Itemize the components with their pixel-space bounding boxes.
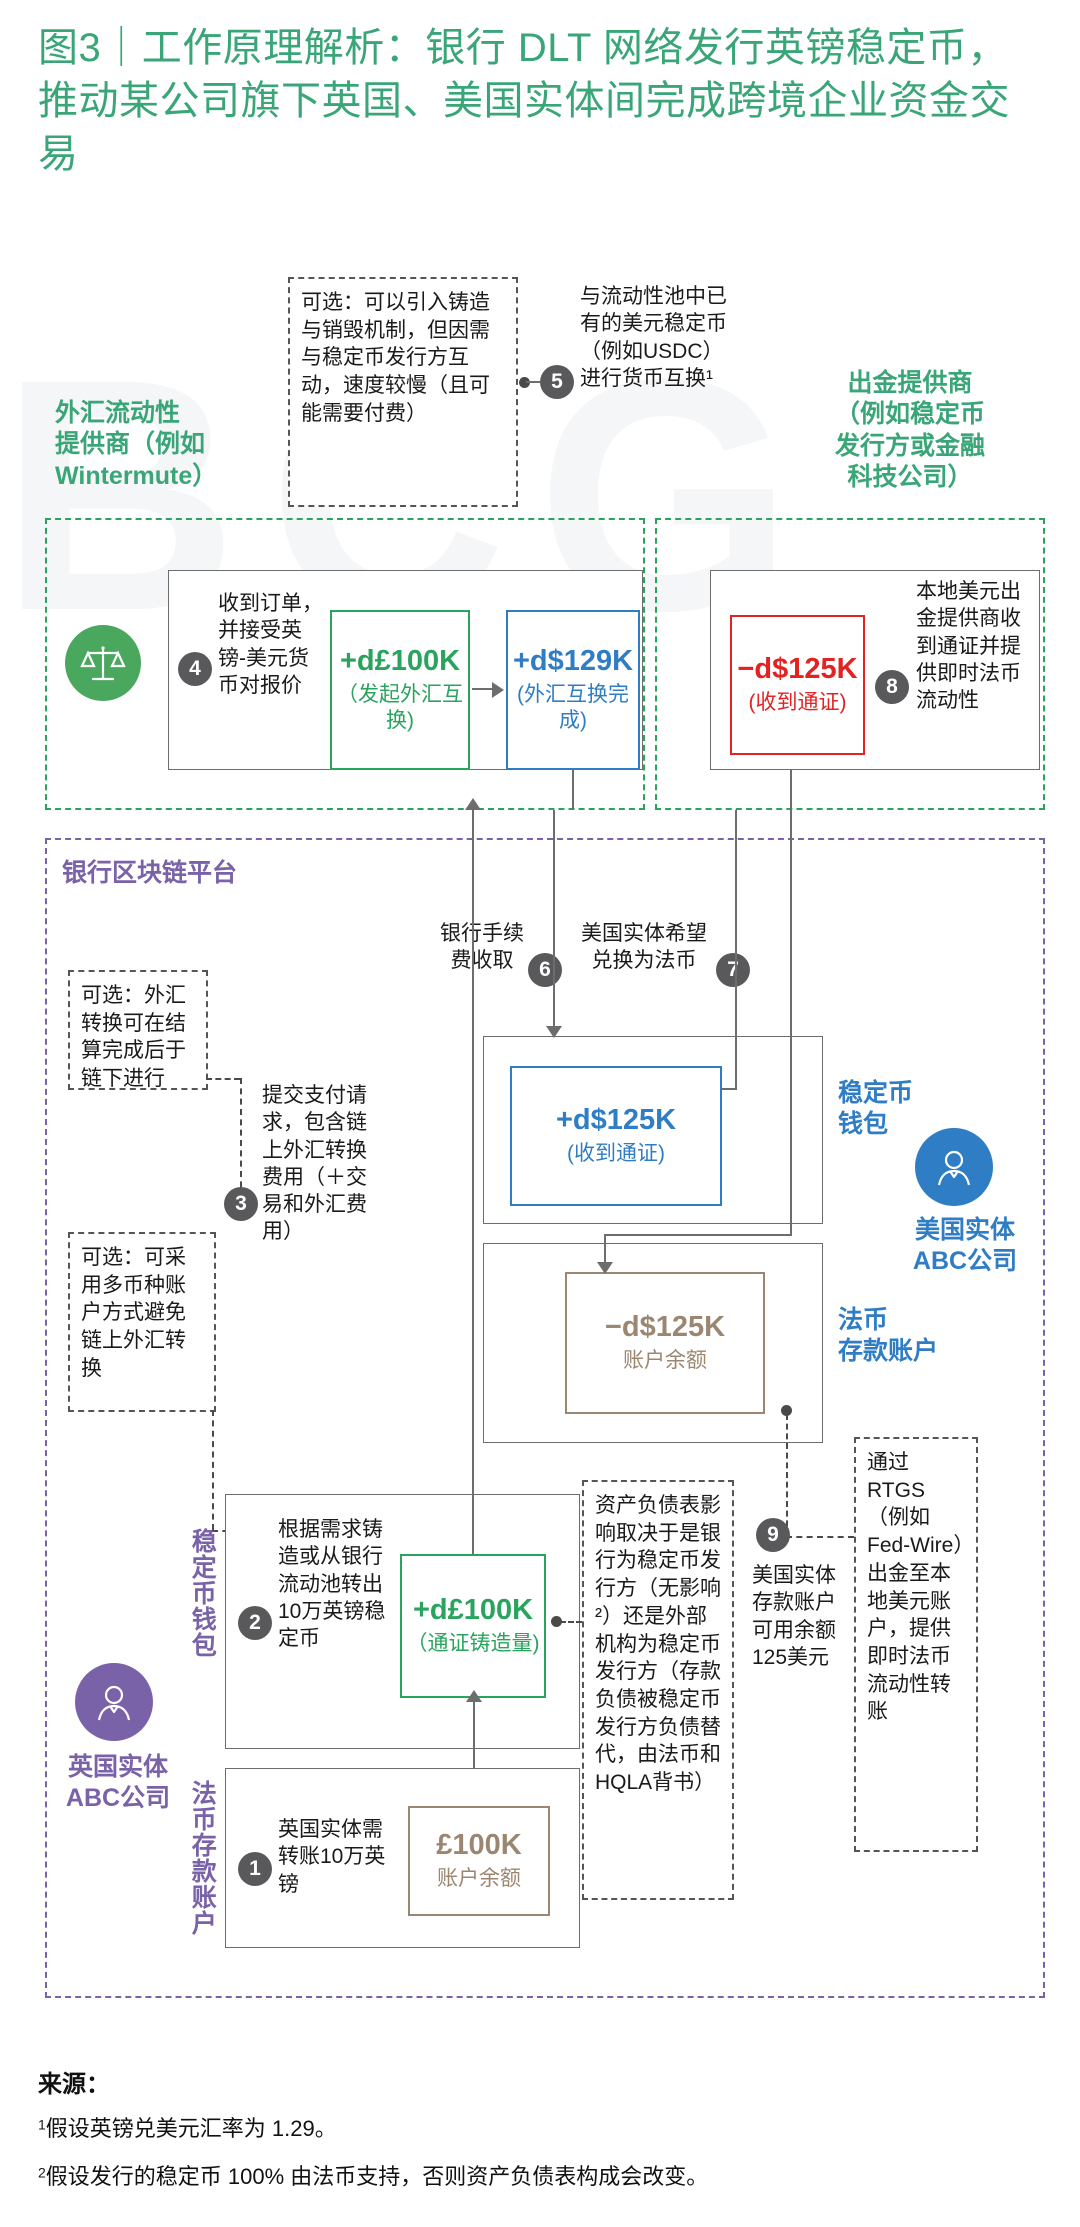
step-2-text: 根据需求铸造或从银行流动池转出10万英镑稳定币 bbox=[278, 1518, 386, 1651]
uk-stablecoin-wallet-label: 稳定币钱包 bbox=[188, 1528, 217, 1658]
value-gbp-deposit-sub: 账户余额 bbox=[437, 1867, 521, 1891]
value-gbp-swap-out-sub: （发起外汇互换) bbox=[337, 683, 463, 732]
value-usd-wallet: +d$125K (收到通证) bbox=[510, 1066, 722, 1206]
value-gbp-swap-out: +d£100K （发起外汇互换) bbox=[330, 610, 470, 770]
value-usd-offramp: −d$125K (收到通证) bbox=[730, 615, 865, 755]
note-offchain-fx-line-h bbox=[206, 1078, 240, 1080]
value-usd-deposit-sub: 账户余额 bbox=[623, 1349, 707, 1373]
us-deposit-anchor-dot bbox=[781, 1405, 792, 1416]
note-offchain-fx-line-v bbox=[240, 1078, 242, 1208]
step-7-text: 美国实体希望兑换为法币 bbox=[581, 922, 707, 973]
us-entity-name: 美国实体 ABC公司 bbox=[912, 1216, 1018, 1276]
footnote-1-text: 假设英镑兑美元汇率为 1.29。 bbox=[45, 2116, 337, 2141]
note-mint-burn-anchor bbox=[519, 377, 530, 388]
footnote-1-mark: 1 bbox=[38, 2116, 46, 2133]
value-usd-swap-in-amount: +d$129K bbox=[512, 645, 634, 678]
value-usd-wallet-sub: (收到通证) bbox=[567, 1142, 665, 1166]
note-mint-burn: 可选：可以引入铸造与销毁机制，但因需与稳定币发行方互动，速度较慢（且可能需要付费… bbox=[288, 277, 518, 507]
note-rtgs: 通过RTGS（例如Fed-Wire）出金至本地美元账户，提供即时法币流动性转账 bbox=[854, 1437, 978, 1852]
footnote-2: 2假设发行的稳定币 100% 由法币支持，否则资产负债表构成会改变。 bbox=[38, 2162, 1058, 2192]
value-usd-deposit-amount: −d$125K bbox=[604, 1311, 726, 1344]
offramp-to-deposit-line-h bbox=[604, 1234, 792, 1236]
uk-entity-name: 英国实体 ABC公司 bbox=[65, 1753, 171, 1813]
value-usd-swap-in-sub: (外汇互换完成) bbox=[517, 683, 629, 732]
scales-icon bbox=[65, 625, 141, 701]
step-6-arrow-line bbox=[553, 810, 555, 1028]
person-avatar-icon-uk bbox=[75, 1663, 153, 1741]
step-9-text: 美国实体存款账户可用余额125美元 bbox=[752, 1564, 836, 1669]
note-multicurrency: 可选：可采用多币种账户方式避免链上外汇转换 bbox=[68, 1232, 216, 1412]
step-5-text: 与流动性池中已有的美元稳定币（例如USDC）进行货币互换¹ bbox=[580, 285, 727, 390]
offramp-to-deposit-head bbox=[597, 1262, 613, 1274]
value-usd-offramp-sub: (收到通证) bbox=[748, 691, 847, 715]
note-multicurrency-line-v bbox=[212, 1410, 214, 1530]
us-stablecoin-wallet-label: 稳定币 钱包 bbox=[838, 1079, 914, 1139]
step-7-line-h bbox=[722, 1088, 737, 1090]
value-usd-wallet-amount: +d$125K bbox=[555, 1104, 677, 1137]
uk-fiat-deposit-label: 法币存款账户 bbox=[188, 1780, 217, 1936]
offramp-to-deposit-line bbox=[790, 770, 792, 1236]
usd-swap-tail-line bbox=[572, 770, 574, 810]
step-4-badge: 4 bbox=[178, 652, 212, 686]
page-title: 图3｜工作原理解析：银行 DLT 网络发行英镑稳定币，推动某公司旗下英国、美国实… bbox=[38, 26, 1010, 176]
step-1-badge: 1 bbox=[238, 1852, 272, 1886]
offramp-to-deposit-drop bbox=[604, 1234, 606, 1266]
step-3-badge: 3 bbox=[224, 1187, 258, 1221]
step-5-badge: 5 bbox=[540, 365, 574, 399]
swap-arrow-line bbox=[472, 688, 494, 690]
footnote-1: 1假设英镑兑美元汇率为 1.29。 bbox=[38, 2114, 1038, 2144]
person-avatar-icon-us bbox=[915, 1128, 993, 1206]
gbp-mint-note-line bbox=[560, 1621, 582, 1623]
gbp-mint-anchor-dot bbox=[551, 1616, 562, 1627]
bank-platform-zone bbox=[45, 838, 1045, 1998]
note-balance-sheet: 资产负债表影响取决于是银行为稳定币发行方（无影响²）还是外部机构为稳定币发行方（… bbox=[582, 1480, 734, 1900]
fx-provider-zone bbox=[45, 518, 645, 810]
value-gbp-swap-out-amount: +d£100K bbox=[339, 645, 461, 678]
rtgs-line-h bbox=[786, 1536, 854, 1538]
value-usd-deposit: −d$125K 账户余额 bbox=[565, 1272, 765, 1414]
value-usd-swap-in: +d$129K (外汇互换完成) bbox=[506, 610, 640, 770]
value-gbp-mint: +d£100K （通证铸造量) bbox=[400, 1554, 546, 1698]
step-4-text: 收到订单，并接受英镑-美元货币对报价 bbox=[218, 592, 323, 697]
footnote-2-text: 假设发行的稳定币 100% 由法币支持，否则资产负债表构成会改变。 bbox=[45, 2164, 709, 2189]
step-8-badge: 8 bbox=[875, 670, 909, 704]
swap-arrow-head bbox=[492, 682, 504, 698]
value-gbp-deposit: £100K 账户余额 bbox=[408, 1806, 550, 1916]
value-usd-offramp-amount: −d$125K bbox=[737, 653, 858, 686]
step-3-text: 提交支付请求，包含链上外汇转换费用（＋交易和外汇费用） bbox=[262, 1084, 367, 1244]
fx-provider-label: 外汇流动性 提供商（例如 Wintermute） bbox=[55, 399, 218, 490]
source-title: 来源： bbox=[38, 2071, 110, 2098]
value-gbp-mint-sub: （通证铸造量) bbox=[406, 1632, 540, 1656]
note-offchain-fx: 可选：外汇转换可在结算完成后于链下进行 bbox=[68, 970, 208, 1090]
mint-to-fx-line bbox=[472, 810, 474, 1554]
step-9-badge: 9 bbox=[756, 1518, 790, 1552]
bank-platform-label: 银行区块链平台 bbox=[62, 859, 238, 887]
step-2-badge: 2 bbox=[238, 1606, 272, 1640]
step-8-text: 本地美元出金提供商收到通证并提供即时法币流动性 bbox=[916, 580, 1021, 713]
mint-to-fx-head bbox=[465, 798, 481, 810]
step-1-text: 英国实体需转账10万英镑 bbox=[278, 1818, 386, 1896]
rtgs-line-v bbox=[786, 1414, 788, 1536]
step-7-line-v bbox=[735, 810, 737, 1090]
value-gbp-mint-amount: +d£100K bbox=[412, 1594, 534, 1627]
deposit-to-mint-head bbox=[466, 1690, 482, 1702]
note-mint-burn-line bbox=[526, 381, 540, 383]
step-6-arrow-head bbox=[546, 1026, 562, 1038]
step-6-text: 银行手续费收取 bbox=[440, 922, 524, 973]
footnote-2-mark: 2 bbox=[38, 2164, 46, 2181]
step-6-badge: 6 bbox=[528, 953, 562, 987]
step-7-badge: 7 bbox=[716, 953, 750, 987]
us-fiat-deposit-label: 法币 存款账户 bbox=[838, 1306, 939, 1366]
offramp-provider-label: 出金提供商 （例如稳定币 发行方或金融 科技公司） bbox=[834, 369, 985, 491]
value-gbp-deposit-amount: £100K bbox=[436, 1829, 522, 1862]
offramp-provider-zone bbox=[655, 518, 1045, 810]
